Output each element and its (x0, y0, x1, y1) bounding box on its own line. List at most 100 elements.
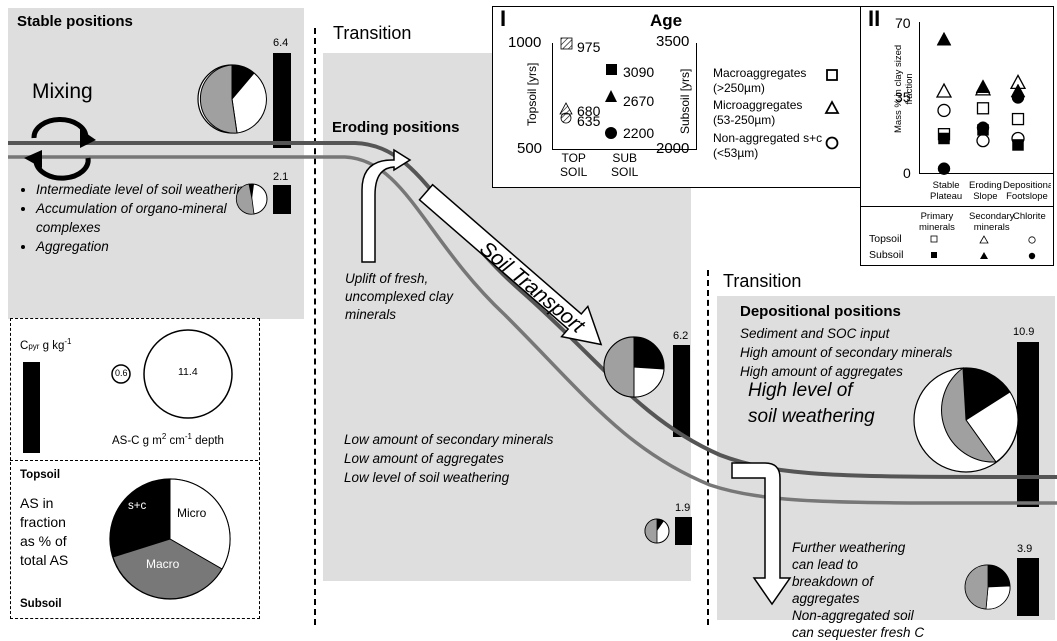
age-sub-value: 2200 (623, 125, 655, 141)
mass-legend-symbols (930, 235, 1036, 260)
age-legend-nonagg: Non-aggregated s+c(<53µm) (713, 131, 823, 160)
transition-right-label: Transition (723, 271, 802, 291)
age-top-macro-marker (560, 37, 573, 50)
legend-divider (10, 460, 258, 461)
age-panel-title: Age (650, 11, 683, 30)
eroding-positions-title: Eroding positions (332, 119, 460, 136)
pie-depositional-topsoil (913, 367, 1019, 473)
bullet-item: Intermediate level of soil weathering (36, 180, 276, 199)
mixing-arrowhead (24, 150, 42, 168)
mass-tick: 0 (903, 165, 911, 181)
legend-circle-icon (825, 136, 839, 150)
legend-primary-top-icon (930, 235, 938, 243)
pie-eroding-subsoil (644, 518, 670, 544)
age-sub-micro-marker (605, 90, 617, 102)
pie-stable-topsoil (197, 64, 267, 134)
age-sub-value: 3090 (623, 64, 655, 80)
age-right-axis (696, 43, 697, 150)
scatter-point-secondary-minerals-topsoil (935, 82, 953, 98)
scatter-point-chlorite-subsoil (1011, 91, 1025, 104)
stable-top-bar (273, 53, 291, 148)
uplift-arrow (361, 148, 412, 263)
legend-secondary-sub-icon (980, 252, 988, 259)
mass-legend-topsoil: Topsoil (869, 233, 902, 245)
age-panel (492, 6, 862, 188)
legend-square-icon (826, 69, 838, 81)
legend-pie (109, 478, 231, 600)
age-top-nonagg-marker (560, 112, 572, 124)
small-circle-value: 0.6 (115, 368, 128, 378)
eroding-top-bar-value: 6.2 (673, 330, 689, 342)
legend-triangle-icon (824, 100, 840, 114)
age-sub-nonagg-marker (605, 127, 617, 139)
scatter-point-secondary-minerals-subsoil (936, 31, 952, 46)
age-left-axis (552, 43, 553, 150)
scatter-point-secondary-minerals-subsoil (975, 79, 991, 93)
transition-left-label: Transition (333, 23, 412, 43)
mass-tick: 70 (895, 15, 911, 31)
mixing-arrowhead (80, 129, 96, 148)
age-right-tick: 2000 (656, 140, 690, 157)
mixing-cycle-icon (31, 117, 91, 181)
age-sub-value: 2670 (623, 93, 655, 109)
slice-sc-label: s+c (128, 500, 147, 512)
big-circle-value: 11.4 (178, 366, 198, 378)
mass-tick: 35 (895, 89, 911, 105)
legend-primary-sub-icon (931, 252, 937, 258)
mixing-label: Mixing (32, 80, 93, 103)
bullet-item: Aggregation (36, 237, 276, 256)
scatter-point-chlorite-topsoil (937, 103, 951, 118)
pie-stable-subsoil (235, 183, 268, 215)
stable-positions-panel (8, 8, 304, 319)
age-panel-roman: I (500, 6, 507, 31)
transition-divider-left (314, 28, 316, 625)
depositional-top-bar-value: 10.9 (1013, 326, 1035, 338)
age-legend-macro: Macroaggregates(>250µm) (713, 66, 807, 95)
stable-positions-title: Stable positions (17, 13, 133, 30)
age-sub-macro-marker (606, 64, 617, 75)
age-left-tick: 1000 (508, 34, 542, 51)
scatter-point-primary-minerals-subsoil (938, 132, 950, 145)
age-legend-micro: Microaggregates(53-250µm) (713, 98, 803, 127)
big-circle (143, 329, 233, 419)
scatter-point-chlorite-subsoil (937, 162, 951, 175)
pie-charts (197, 64, 1019, 610)
small-circle (111, 364, 131, 384)
legend-topsoil-label: Topsoil (20, 469, 61, 481)
legend-subsoil-label: Subsoil (20, 598, 62, 610)
scatter-point-primary-minerals-topsoil (1011, 112, 1025, 126)
legend-circles (111, 329, 233, 419)
subsoil-surface-line (8, 155, 1057, 505)
asc-unit-label: AS-C g m2 cm-1 depth (112, 432, 224, 447)
age-top-micro-marker (559, 102, 573, 115)
breakdown-down-arrow (731, 462, 792, 606)
depositional-positions-title: Depositional positions (740, 303, 901, 320)
mass-legend-subsoil: Subsoil (869, 249, 904, 261)
age-markers (559, 37, 840, 150)
age-left-tick: 500 (517, 140, 543, 157)
scatter-point-primary-minerals-topsoil (976, 102, 990, 115)
stable-bullets: Intermediate level of soil weathering Ac… (18, 180, 276, 256)
age-top-value: 680 (577, 103, 601, 119)
slope-diagram (8, 117, 1057, 606)
cpyr-unit-label: Cpyr g kg-1 (20, 337, 72, 352)
cpyr-legend-bar (23, 362, 40, 453)
legend-chlorite-sub-icon (1028, 252, 1036, 260)
scatter-point-primary-minerals-subsoil (1012, 139, 1024, 151)
eroding-sub-bar-value: 1.9 (675, 502, 691, 514)
stable-sub-bar-value: 2.1 (273, 171, 289, 183)
age-right-tick: 3500 (656, 33, 690, 50)
pie-eroding-topsoil (603, 336, 665, 398)
mass-panel-roman: II (868, 6, 881, 31)
stable-top-bar-value: 6.4 (273, 37, 289, 49)
